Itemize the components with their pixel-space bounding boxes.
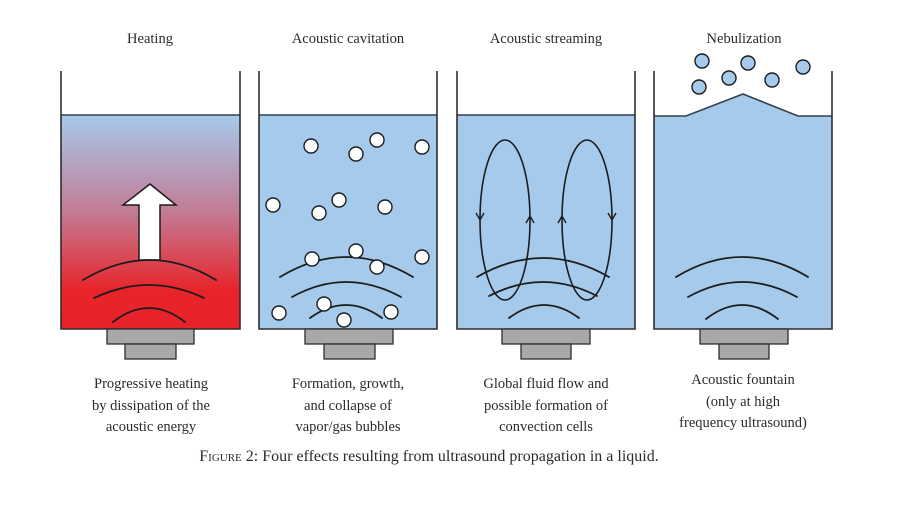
nebulized-droplets bbox=[691, 53, 811, 95]
bubble bbox=[414, 139, 430, 155]
panel-description-line: Acoustic fountain bbox=[691, 372, 795, 388]
panel-cavitation: Acoustic cavitation Formation, gro bbox=[258, 31, 438, 435]
panel-streaming: Acoustic streaming Global fluid flow and… bbox=[456, 31, 636, 435]
heat-arrow-icon bbox=[120, 183, 179, 261]
flow-arrow-up-icon bbox=[525, 214, 535, 224]
sound-wave bbox=[82, 259, 217, 281]
sound-wave bbox=[675, 256, 809, 278]
liquid bbox=[654, 94, 832, 329]
bubble bbox=[316, 296, 332, 312]
acoustic-fountain-surface bbox=[654, 93, 832, 117]
droplet bbox=[691, 79, 707, 95]
panel-description-line: possible formation of bbox=[484, 398, 608, 414]
panel-description-line: Global fluid flow and bbox=[483, 376, 609, 392]
panel-description-line: and collapse of bbox=[304, 398, 392, 414]
panel-nebulization: Nebulization Acoustic fountain (only at … bbox=[653, 31, 833, 431]
flow-arrow-up-icon bbox=[557, 214, 567, 224]
transducer-base bbox=[520, 343, 572, 360]
panel-title: Acoustic streaming bbox=[490, 31, 602, 47]
panel-description-line: Progressive heating bbox=[94, 376, 208, 392]
bubble bbox=[369, 132, 385, 148]
sound-wave bbox=[279, 256, 414, 278]
figure-label: Figure 2: bbox=[199, 448, 258, 465]
sound-wave bbox=[488, 281, 598, 297]
bubble bbox=[303, 138, 319, 154]
panel-title: Nebulization bbox=[707, 31, 783, 47]
liquid bbox=[457, 115, 635, 329]
panel-description-line: Formation, growth, bbox=[292, 376, 404, 392]
bubble bbox=[377, 199, 393, 215]
bubble bbox=[348, 243, 364, 259]
panel-description-line: by dissipation of the bbox=[92, 398, 210, 414]
droplet bbox=[795, 59, 811, 75]
droplet bbox=[721, 70, 737, 86]
bubble bbox=[414, 249, 430, 265]
bubble bbox=[304, 251, 320, 267]
transducer-base bbox=[323, 343, 376, 360]
bubble bbox=[336, 312, 352, 328]
flow-arrow-down-icon bbox=[475, 212, 485, 222]
sound-wave bbox=[291, 281, 402, 298]
transducer-plate bbox=[106, 328, 195, 345]
bubble bbox=[331, 192, 347, 208]
sound-wave bbox=[508, 304, 580, 319]
sound-wave bbox=[687, 281, 798, 298]
bubble bbox=[271, 305, 287, 321]
flow-arrow-down-icon bbox=[607, 212, 617, 222]
droplet bbox=[764, 72, 780, 88]
sound-wave bbox=[309, 304, 383, 319]
liquid bbox=[259, 115, 437, 329]
sound-wave bbox=[705, 304, 779, 320]
bubble bbox=[348, 146, 364, 162]
droplet bbox=[694, 53, 710, 69]
bubble bbox=[369, 259, 385, 275]
panel-description-line: vapor/gas bubbles bbox=[295, 419, 400, 435]
panel-title: Heating bbox=[127, 31, 173, 47]
panel-description-line: convection cells bbox=[499, 419, 593, 435]
transducer-base bbox=[718, 343, 770, 360]
transducer-base bbox=[124, 343, 177, 360]
transducer-plate bbox=[699, 328, 789, 345]
panel-description-line: (only at high bbox=[706, 394, 781, 410]
transducer-plate bbox=[501, 328, 591, 345]
panel-heating: Heating Progressive heating by dissipati… bbox=[60, 31, 241, 435]
bubble bbox=[383, 304, 399, 320]
panel-title: Acoustic cavitation bbox=[292, 31, 405, 47]
panel-description-line: frequency ultrasound) bbox=[679, 415, 807, 431]
figure-caption-text: Four effects resulting from ultrasound p… bbox=[258, 448, 659, 465]
transducer-plate bbox=[304, 328, 394, 345]
panel-description-line: acoustic energy bbox=[106, 419, 197, 435]
bubble bbox=[265, 197, 281, 213]
sound-wave bbox=[112, 307, 186, 323]
droplet bbox=[740, 55, 756, 71]
bubble bbox=[311, 205, 327, 221]
sound-wave bbox=[93, 284, 205, 299]
sound-wave bbox=[476, 257, 610, 278]
cavitation-bubbles bbox=[265, 132, 430, 328]
figure-caption: Figure 2: Four effects resulting from ul… bbox=[199, 448, 658, 465]
